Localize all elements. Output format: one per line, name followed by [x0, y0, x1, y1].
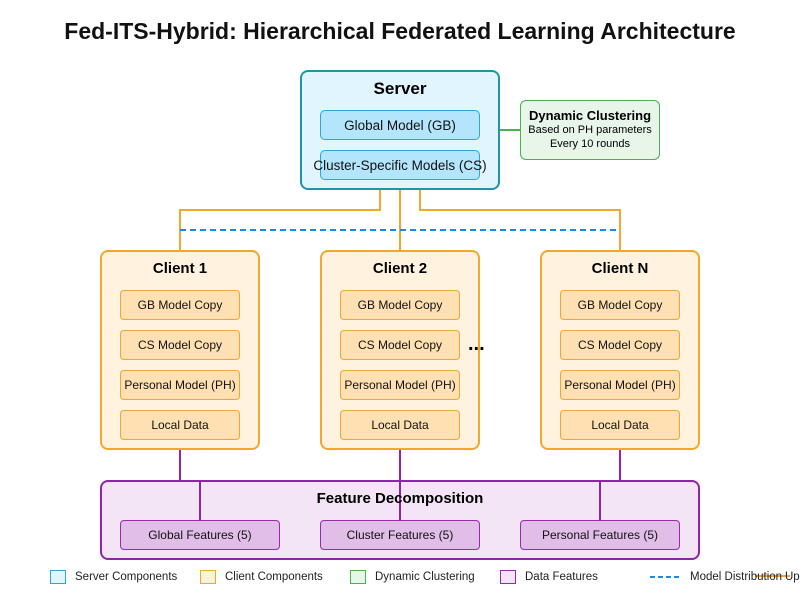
legend-label-data: Data Features	[525, 571, 598, 583]
legend-swatch-server	[50, 570, 66, 584]
global-features-box: Global Features (5)	[120, 520, 280, 550]
legend-label-distribution: Model Distribution	[690, 571, 783, 583]
client-title-n: Client N	[591, 260, 649, 277]
client2-gb-copy: GB Model Copy	[340, 290, 460, 320]
feature-decomposition-title: Feature Decomposition	[316, 490, 484, 507]
clustering-line-2: Every 10 rounds	[549, 138, 631, 150]
clientn-personal-model: Personal Model (PH)	[560, 370, 680, 400]
client1-local-data: Local Data	[120, 410, 240, 440]
cluster-features-box: Cluster Features (5)	[320, 520, 480, 550]
client2-local-data: Local Data	[340, 410, 460, 440]
client-title-1: Client 1	[152, 260, 208, 277]
client2-personal-model: Personal Model (PH)	[340, 370, 460, 400]
client-title-2: Client 2	[372, 260, 428, 277]
client2-cs-copy: CS Model Copy	[340, 330, 460, 360]
clientn-local-data: Local Data	[560, 410, 680, 440]
more-clients-ellipsis: ...	[468, 333, 485, 355]
clientn-gb-copy: GB Model Copy	[560, 290, 680, 320]
legend-swatch-clustering	[350, 570, 366, 584]
diagram-title: Fed-ITS-Hybrid: Hierarchical Federated L…	[64, 18, 736, 44]
legend-swatch-data	[500, 570, 516, 584]
personal-features-box: Personal Features (5)	[520, 520, 680, 550]
link-server-clientn	[419, 190, 621, 250]
legend-label-upload: Up	[785, 571, 800, 583]
legend-swatch-client	[200, 570, 216, 584]
cluster-models-box: Cluster-Specific Models (CS)	[313, 150, 487, 180]
client1-cs-copy: CS Model Copy	[120, 330, 240, 360]
legend-label-server: Server Components	[75, 571, 178, 583]
global-model-box: Global Model (GB)	[320, 110, 480, 140]
dynamic-clustering-box: Dynamic Clustering Based on PH parameter…	[520, 100, 660, 160]
clustering-title: Dynamic Clustering	[528, 108, 652, 123]
client1-gb-copy: GB Model Copy	[120, 290, 240, 320]
legend-label-client: Client Components	[225, 571, 323, 583]
server-title: Server	[373, 79, 427, 98]
clientn-cs-copy: CS Model Copy	[560, 330, 680, 360]
legend-label-clustering: Dynamic Clustering	[375, 571, 475, 583]
clustering-line-1: Based on PH parameters	[528, 124, 652, 136]
client1-personal-model: Personal Model (PH)	[120, 370, 240, 400]
